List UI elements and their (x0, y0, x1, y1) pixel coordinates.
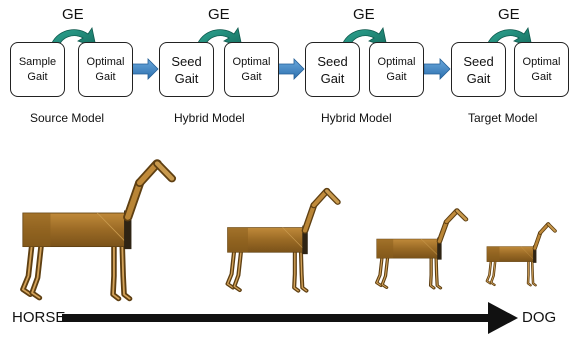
dog-label: DOG (522, 309, 557, 326)
seed-gait-box-3: Seed Gait (451, 42, 506, 97)
optimal-gait-box-3: Optimal Gait (369, 42, 424, 97)
seed-gait-box-2: Seed Gait (305, 42, 360, 97)
flow-arrow-3 (423, 58, 451, 80)
flow-arrow-2 (277, 58, 305, 80)
ge-label-2: GE (208, 6, 230, 23)
ge-label-1: GE (62, 6, 84, 23)
caption-hybrid-model-2: Hybrid Model (321, 111, 392, 125)
caption-hybrid-model-1: Hybrid Model (174, 111, 245, 125)
ge-label-4: GE (498, 6, 520, 23)
optimal-gait-box-1: Optimal Gait (78, 42, 133, 97)
flow-arrow-1 (131, 58, 159, 80)
optimal-gait-box-2: Optimal Gait (224, 42, 279, 97)
animal-hybrid-1 (228, 191, 338, 291)
caption-target-model: Target Model (468, 111, 538, 125)
animal-hybrid-2 (377, 211, 466, 288)
sample-gait-box: Sample Gait (10, 42, 65, 97)
ge-label-3: GE (353, 6, 375, 23)
animal-horse (23, 163, 172, 298)
horse-label: HORSE (12, 309, 66, 326)
seed-gait-box-1: Seed Gait (159, 42, 214, 97)
morph-axis-arrow (62, 302, 518, 334)
optimal-gait-box-4: Optimal Gait (514, 42, 569, 97)
animal-dog (487, 224, 555, 285)
caption-source-model: Source Model (30, 111, 105, 125)
